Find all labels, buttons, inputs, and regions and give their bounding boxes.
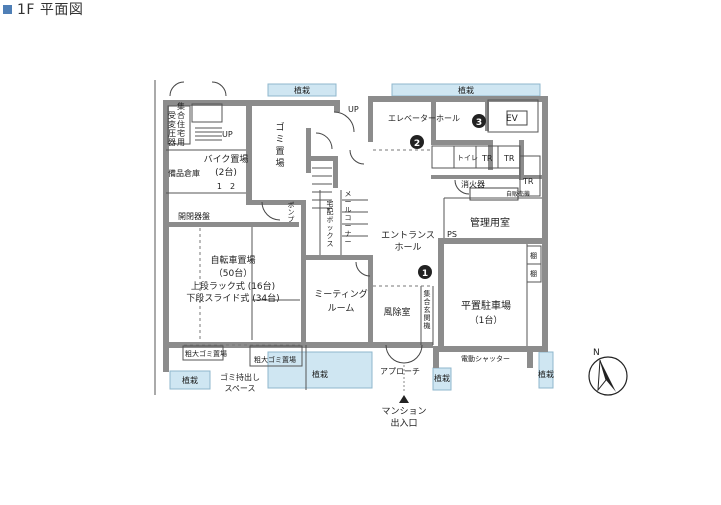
planter-label: 植栽 (294, 85, 310, 95)
page-title: 1F 平面図 (17, 2, 84, 18)
north-label: N (593, 348, 600, 358)
tr-label-2: TR (503, 154, 515, 163)
mansion-label-2: 出入口 (390, 417, 417, 429)
management-label: 管理用室 (470, 216, 510, 229)
planter-label: 植栽 (434, 373, 450, 383)
bike-park-label: バイク置場 (204, 153, 249, 165)
marker-2-label: 2 (414, 139, 420, 149)
header-bullet-icon (3, 4, 12, 14)
bulky-label-2: 粗大ゴミ置場 (254, 355, 296, 364)
tr-label-3: TR (522, 177, 534, 186)
parking-label-2: （1台） (470, 314, 503, 326)
entrance-arrow-icon (399, 395, 409, 403)
bicycle-count: （50台） (214, 267, 252, 279)
planter-label: 植栽 (458, 85, 474, 95)
gomi-out-label-1: ゴミ持出し (220, 372, 260, 382)
windbreak-label: 風除室 (383, 306, 410, 318)
marker-3 (472, 114, 486, 128)
mail-label: メールコーナー (345, 190, 352, 246)
planter-labels: 植栽 植栽 植栽 植栽 植栽 植栽 (182, 85, 554, 385)
planter-label: 植栽 (538, 369, 554, 379)
gomi-label: ゴミ置場 (275, 121, 284, 169)
planters (169, 83, 554, 391)
entrance-label-2: ホール (394, 242, 421, 253)
gomi-out-label-2: スペース (224, 384, 255, 393)
vending-box (469, 187, 519, 201)
up-label-right: UP (348, 105, 359, 114)
bike-count-label: (2台) (215, 166, 237, 178)
meeting-label-1: ミーティング (314, 288, 367, 300)
interior-lines (154, 80, 542, 395)
pump-label: ポンプ (287, 202, 295, 223)
doors (169, 81, 470, 364)
planter-bottom-mid (432, 367, 452, 391)
north-compass-icon: N (588, 348, 628, 396)
bicycle-title: 自転車置場 (210, 254, 255, 266)
elevator-hall-label: エレベーターホール (388, 114, 460, 123)
dashed-lines (184, 149, 432, 346)
transformer-col-1: 集合住宅用 (177, 101, 185, 147)
delivery-label: 宅配ボックス (327, 199, 334, 248)
entrance-label-1: エントランス (381, 230, 435, 241)
up-label-left: UP (222, 130, 233, 139)
page-header: 1F 平面図 (3, 1, 84, 18)
planter-bottom-center (267, 351, 373, 389)
walls (163, 96, 548, 372)
toilet-label: トイレ (457, 154, 478, 162)
ps-label: PS (447, 230, 457, 239)
meeting-label-2: ルーム (328, 303, 355, 314)
marker-3-label: 3 (476, 118, 482, 128)
stairs (195, 127, 368, 237)
ev-box (506, 110, 528, 126)
planter-top-left (267, 83, 337, 97)
shelf-label-2: 棚 (530, 269, 537, 278)
approach-label: アプローチ (380, 367, 420, 376)
transformer-col-2: 受変圧器 (168, 110, 176, 147)
switchgear-label: 開閉器盤 (178, 211, 210, 221)
vertical-labels: 集合住宅用 受変圧器 ゴミ置場 ポンプ 宅配ボックス メールコーナー 集合玄関機 (168, 101, 431, 330)
shutter-label: 電動シャッター (461, 354, 510, 363)
planter-label: 植栽 (312, 369, 328, 379)
storage-label: 備品倉庫 (168, 168, 200, 178)
room-labels: バイク置場 (2台) 1 2 自転車置場 （50台） 上段ラック式 (16台) … (186, 153, 511, 429)
shelf-label-1: 棚 (530, 251, 537, 260)
planter-bottom-left (169, 370, 211, 390)
ev-label: EV (506, 114, 519, 124)
marker-1 (418, 265, 432, 279)
marker-2 (410, 135, 424, 149)
bicycle-lower: 下段スライド式 (34台) (186, 292, 279, 304)
markers: 1 2 3 (410, 114, 486, 279)
marker-1-label: 1 (422, 269, 428, 279)
bulky-label-1: 粗大ゴミ置場 (185, 349, 227, 358)
mansion-label-1: マンション (381, 407, 426, 417)
parking-label-1: 平置駐車場 (461, 299, 511, 312)
planter-label: 植栽 (182, 375, 198, 385)
extinguisher-label: 消火器 (461, 179, 485, 189)
tr-label-1: TR (481, 154, 493, 163)
bike-nums-label: 1 2 (217, 182, 235, 191)
entrance-panel-label: 集合玄関機 (424, 289, 431, 330)
vending-label: 自販売機 (506, 190, 530, 198)
small-labels: UP UP 備品倉庫 開閉器盤 エレベーターホール EV トイレ TR TR T… (168, 105, 537, 376)
bicycle-upper: 上段ラック式 (16台) (191, 280, 275, 292)
